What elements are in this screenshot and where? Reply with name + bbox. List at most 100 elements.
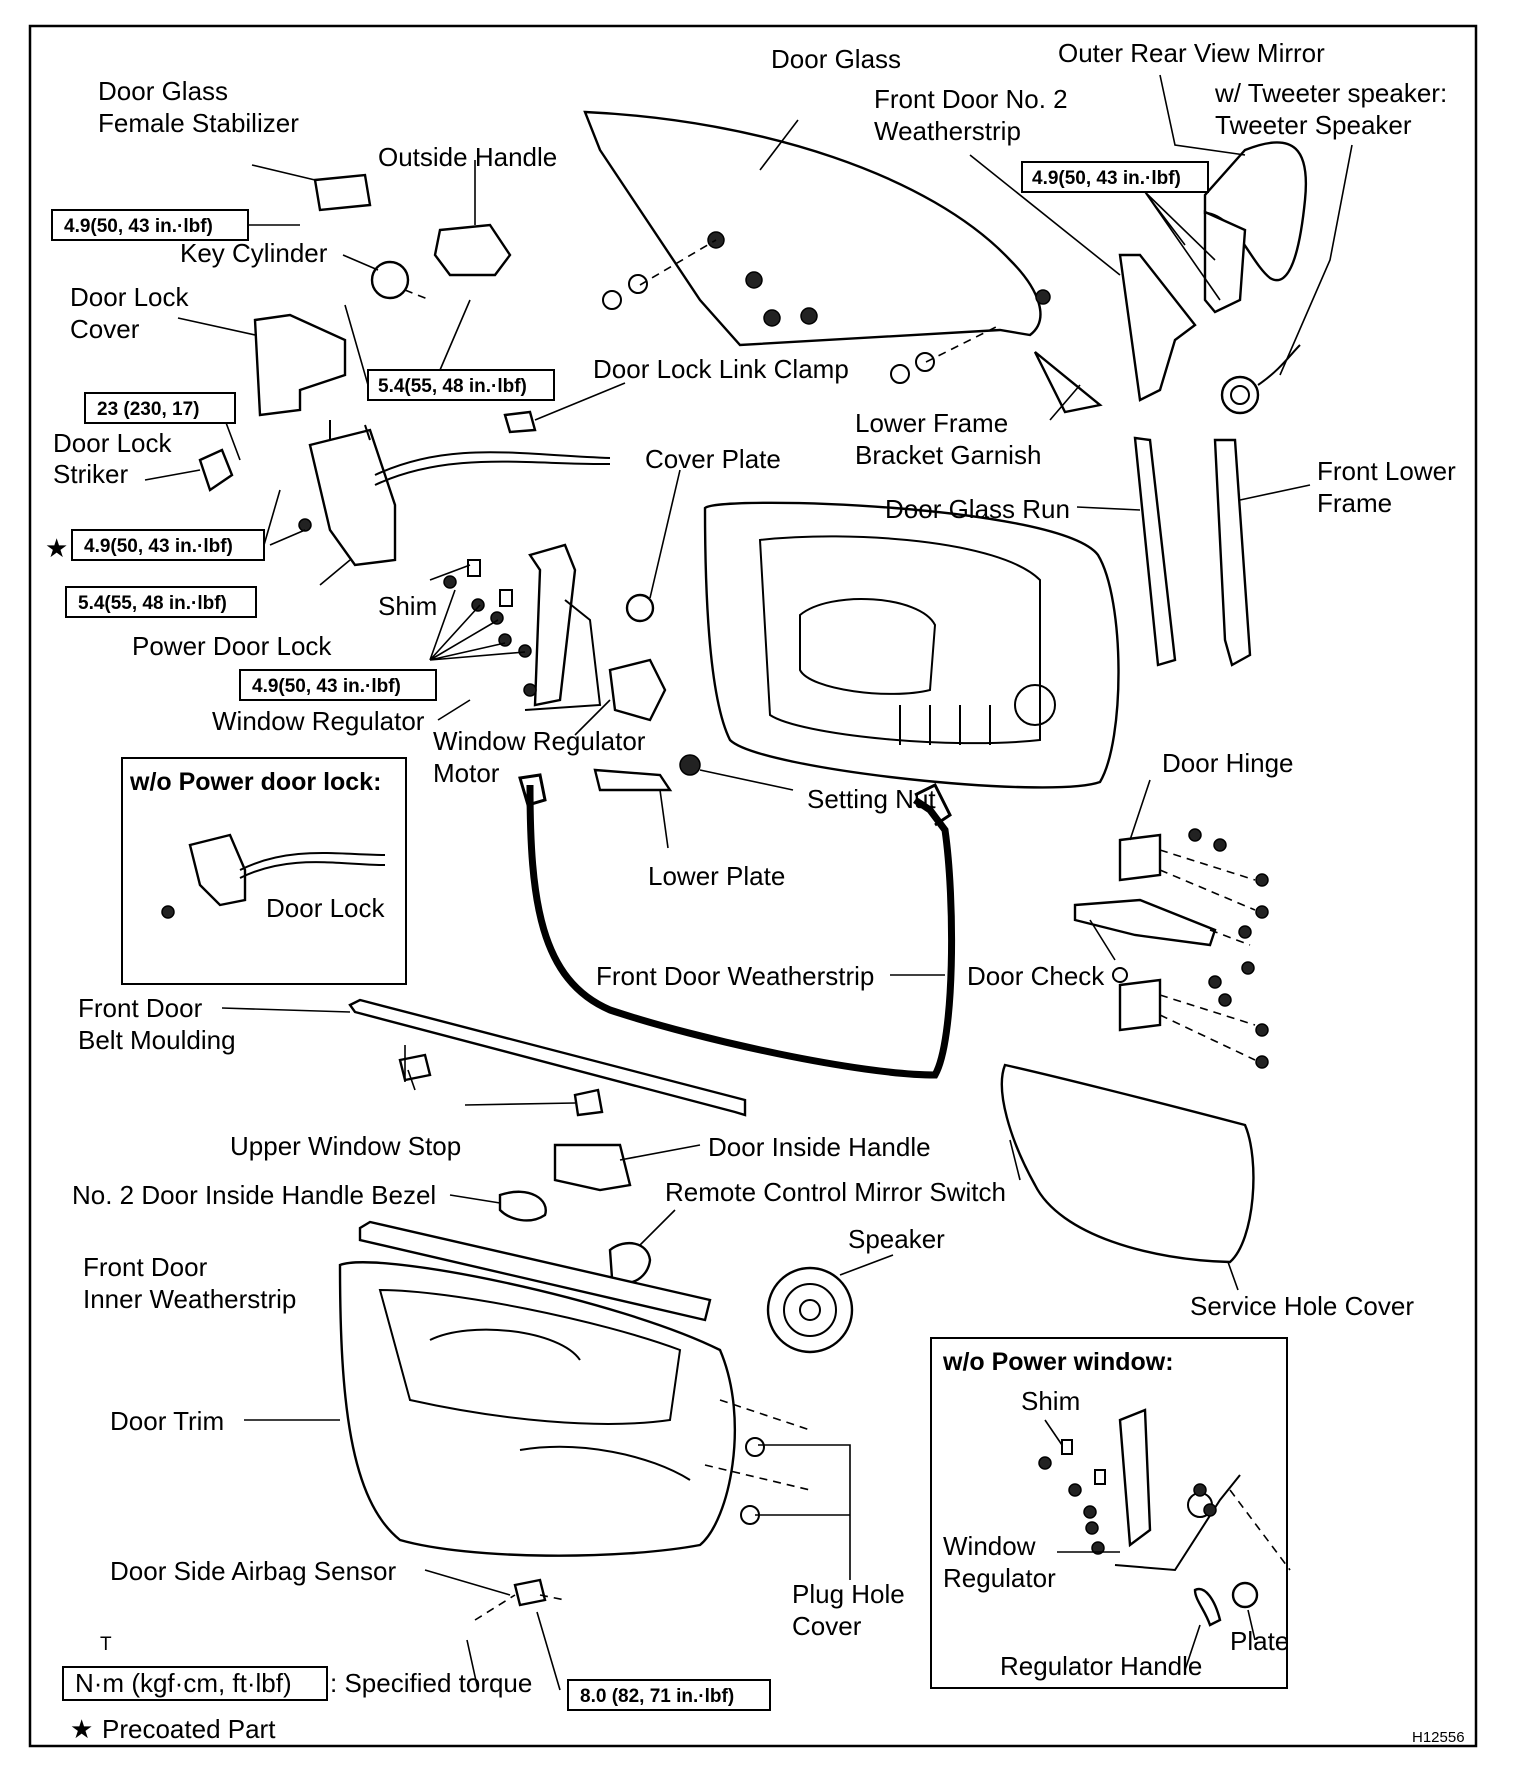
stabilizer-part xyxy=(313,173,372,212)
power-door-lock-part xyxy=(308,428,397,567)
parts-artwork xyxy=(161,110,1308,1627)
torque-striker: 23 (230, 17) xyxy=(97,399,199,420)
label-lower-plate: Lower Plate xyxy=(648,861,785,891)
inset-regulator-handle: Regulator Handle xyxy=(1000,1651,1202,1681)
label-door-lock-cover-2: Cover xyxy=(70,314,140,344)
label-no2-weatherstrip-2: Weatherstrip xyxy=(874,116,1021,146)
striker-part xyxy=(198,448,234,492)
label-link-clamp: Door Lock Link Clamp xyxy=(593,354,849,384)
torque-mirror: 4.9(50, 43 in.·lbf) xyxy=(1032,168,1181,189)
door-glass-run-part xyxy=(1133,436,1177,667)
link-clamp-part xyxy=(503,410,537,434)
label-inside-handle: Door Inside Handle xyxy=(708,1132,931,1162)
tweeter-speaker-part xyxy=(1220,375,1260,415)
part-labels: Door Glass Female Stabilizer Outside Han… xyxy=(53,38,1456,1655)
label-upper-window-stop: Upper Window Stop xyxy=(230,1131,461,1161)
window-regulator-part xyxy=(528,543,577,707)
inset-window-regulator-2: Regulator xyxy=(943,1563,1056,1593)
front-door-weatherstrip-part xyxy=(526,784,956,1079)
torque-lock-nut: 5.4(55, 48 in.·lbf) xyxy=(78,593,227,614)
diagram-border xyxy=(28,24,1478,1748)
label-mirror-switch: Remote Control Mirror Switch xyxy=(665,1177,1006,1207)
label-cover-plate: Cover Plate xyxy=(645,444,781,474)
label-striker-2: Striker xyxy=(53,459,128,489)
torque-regulator: 4.9(50, 43 in.·lbf) xyxy=(252,676,401,697)
label-door-trim: Door Trim xyxy=(110,1406,224,1436)
inset-door-lock-label: Door Lock xyxy=(266,893,385,923)
legend-unit-box: N·m (kgf·cm, ft·lbf) xyxy=(75,1668,292,1698)
door-lock-cover-part xyxy=(253,313,347,417)
label-door-hinge: Door Hinge xyxy=(1162,748,1294,778)
label-shim: Shim xyxy=(378,591,437,621)
leader-lines xyxy=(144,74,1353,1691)
regulator-fasteners xyxy=(298,518,537,697)
precoated-star: ★ xyxy=(45,533,68,563)
label-t-mark: T xyxy=(100,1634,112,1655)
legend-precoated-star: ★ xyxy=(70,1714,93,1744)
outside-handle-part xyxy=(433,223,512,277)
inner-weatherstrip-part xyxy=(358,1220,712,1322)
manual-plate-part xyxy=(1231,1581,1259,1609)
label-striker-1: Door Lock xyxy=(53,428,172,458)
mirror-switch-part xyxy=(608,1241,652,1285)
label-stabilizer-2: Female Stabilizer xyxy=(98,108,299,138)
manual-regulator-part xyxy=(1118,1408,1152,1548)
label-window-regulator: Window Regulator xyxy=(212,706,425,736)
legend-precoated: Precoated Part xyxy=(102,1714,276,1744)
label-setting-nut: Setting Nut xyxy=(807,784,936,814)
legend-specified-torque: : Specified torque xyxy=(330,1668,532,1698)
manual-regulator-fasteners xyxy=(1038,1439,1291,1571)
key-cylinder-part xyxy=(370,260,410,300)
hinge-fasteners xyxy=(1112,828,1269,1069)
label-front-lower-frame-2: Frame xyxy=(1317,488,1392,518)
speaker-part xyxy=(766,1266,854,1354)
label-belt-moulding-1: Front Door xyxy=(78,993,203,1023)
label-power-door-lock: Power Door Lock xyxy=(132,631,332,661)
label-key-cylinder: Key Cylinder xyxy=(180,238,328,268)
torque-airbag-sensor: 8.0 (82, 71 in.·lbf) xyxy=(580,1686,734,1707)
door-inside-handle-part xyxy=(553,1143,632,1192)
glass-fasteners xyxy=(602,231,1051,384)
torque-handle: 5.4(55, 48 in.·lbf) xyxy=(378,376,527,397)
label-regulator-motor-1: Window Regulator xyxy=(433,726,646,756)
inset-plate: Plate xyxy=(1230,1626,1289,1656)
door-glass-part xyxy=(583,110,1042,347)
label-plug-hole-cover-1: Plug Hole xyxy=(792,1579,905,1609)
inner-door-panel-part xyxy=(703,501,1120,789)
cover-plate-part xyxy=(625,593,655,623)
label-service-hole-cover: Service Hole Cover xyxy=(1190,1291,1414,1321)
label-door-lock-cover-1: Door Lock xyxy=(70,282,189,312)
inset-window-title: w/o Power window: xyxy=(942,1348,1174,1376)
label-outer-mirror: Outer Rear View Mirror xyxy=(1058,38,1325,68)
label-stabilizer-1: Door Glass xyxy=(98,76,228,106)
label-front-lower-frame-1: Front Lower xyxy=(1317,456,1456,486)
torque-stabilizer: 4.9(50, 43 in.·lbf) xyxy=(64,216,213,237)
inside-handle-bezel-part xyxy=(498,1190,547,1222)
torque-lock-precoated: 4.9(50, 43 in.·lbf) xyxy=(84,536,233,557)
label-tweeter-2: Tweeter Speaker xyxy=(1215,110,1412,140)
inset-without-power-window: w/o Power window: Shim Window Regulator … xyxy=(930,1337,1289,1689)
label-belt-moulding-2: Belt Moulding xyxy=(78,1025,236,1055)
label-outside-handle: Outside Handle xyxy=(378,142,557,172)
label-door-check: Door Check xyxy=(967,961,1105,991)
plug-hole-cover-part xyxy=(745,1437,765,1457)
label-door-glass: Door Glass xyxy=(771,44,901,74)
legend: N·m (kgf·cm, ft·lbf) : Specified torque … xyxy=(62,1666,532,1744)
inset-window-shim: Shim xyxy=(1021,1386,1080,1416)
inset-door-lock-title: w/o Power door lock: xyxy=(129,768,381,796)
label-garnish-2: Bracket Garnish xyxy=(855,440,1041,470)
label-garnish-1: Lower Frame xyxy=(855,408,1008,438)
label-inner-weatherstrip-2: Inner Weatherstrip xyxy=(83,1284,296,1314)
lower-frame-garnish-part xyxy=(1033,351,1103,414)
regulator-motor-part xyxy=(608,658,667,722)
door-hinge-lower-part xyxy=(1118,978,1162,1032)
door-hinge-upper-part xyxy=(1118,833,1162,882)
label-glass-run: Door Glass Run xyxy=(885,494,1070,524)
service-hole-cover-part xyxy=(1000,1063,1255,1264)
lower-plate-part xyxy=(593,768,673,792)
label-tweeter-1: w/ Tweeter speaker: xyxy=(1214,78,1447,108)
manual-door-lock-part xyxy=(188,833,247,907)
label-no2-weatherstrip-1: Front Door No. 2 xyxy=(874,84,1068,114)
door-check-part xyxy=(1073,898,1217,947)
